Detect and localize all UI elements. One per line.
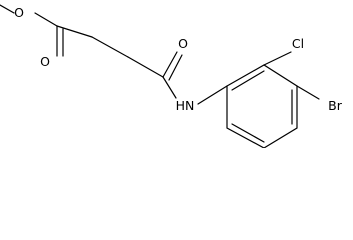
- atom-label-ester-carbonyl-oxygen: O: [40, 54, 50, 69]
- atom-label-chlorine: Cl: [292, 36, 304, 51]
- structure-drawing: O O O HN Cl Br: [0, 4, 343, 148]
- benzene-ring: [226, 64, 298, 148]
- atom-label-ester-ether-oxygen: O: [14, 5, 24, 20]
- bond-c1-c2: [56, 25, 93, 38]
- atom-label-bromine: Br: [328, 98, 343, 113]
- ring-double-1: [231, 70, 265, 91]
- bond-c4-o-double-b: [168, 54, 183, 81]
- label-layer: O O O HN Cl Br: [14, 5, 343, 113]
- bond-c4-n: [162, 76, 177, 99]
- atom-label-amide-nitrogen: HN: [176, 98, 195, 113]
- bond-ring-cl: [263, 51, 292, 66]
- bond-layer: [0, 4, 320, 148]
- bond-c2-c3: [91, 36, 129, 58]
- ring-double-3: [231, 123, 265, 143]
- bond-methyl-o: [0, 4, 15, 14]
- bond-n-ring: [197, 85, 228, 105]
- bond-c4-o-double-a: [162, 51, 178, 78]
- bond-c3-c4: [127, 56, 164, 78]
- bond-ring-br: [296, 85, 320, 100]
- bond-o-c1: [34, 12, 58, 27]
- atom-label-amide-carbonyl-oxygen: O: [178, 36, 188, 51]
